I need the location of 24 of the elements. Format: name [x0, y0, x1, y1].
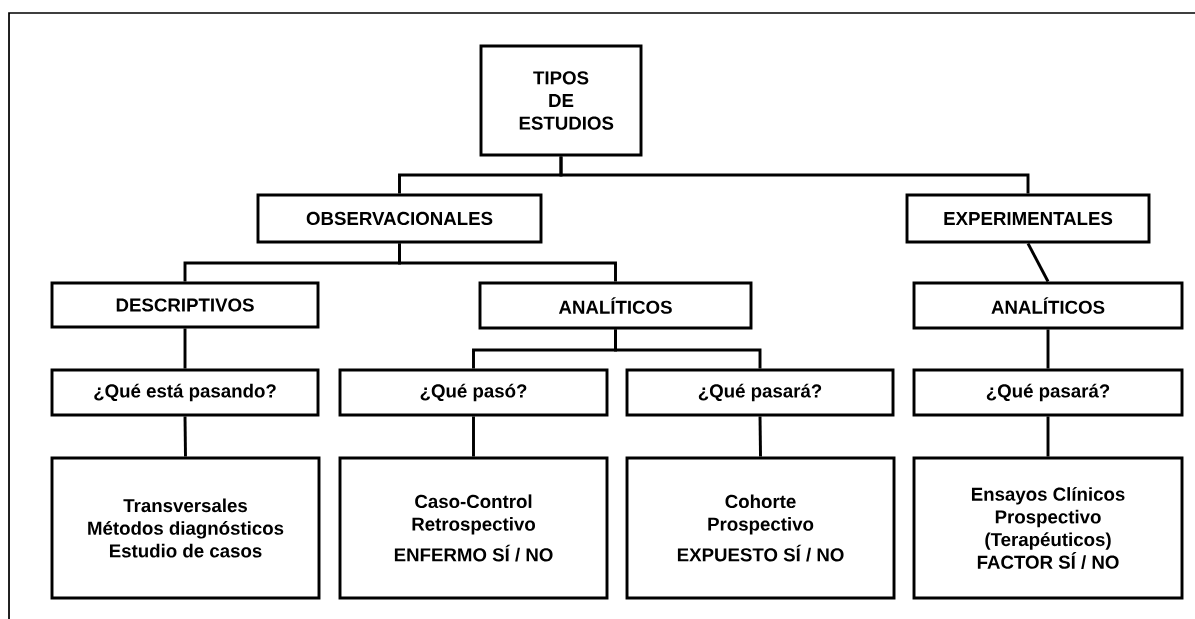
connector-line: [1046, 416, 1050, 457]
connector-line: [614, 329, 762, 369]
study-box: Transversales Métodos diagnósticos Estudio de casos: [50, 456, 321, 600]
connector-line: [398, 243, 617, 282]
connector-line: [183, 328, 187, 369]
category-box: ANALÍTICOS: [478, 281, 753, 330]
question-box: ¿Qué pasará?: [625, 368, 895, 417]
question-box: ¿Qué está pasando?: [50, 368, 320, 417]
question-box: ¿Qué pasó?: [338, 368, 609, 417]
study-box: Caso-Control Retrospectivo ENFERMO SÍ / NO: [338, 456, 609, 600]
category-box: OBSERVACIONALES: [256, 193, 543, 244]
connector-line: [1046, 329, 1050, 369]
category-box: ANALÍTICOS: [912, 281, 1184, 330]
question-box: ¿Qué pasará?: [912, 368, 1184, 417]
connector-line: [472, 416, 475, 457]
study-box: Cohorte Prospectivo EXPUESTO SÍ / NO: [625, 456, 896, 600]
connector-line: [183, 416, 187, 457]
title-box: TIPOS DE ESTUDIOS: [479, 44, 643, 157]
category-box: DESCRIPTIVOS: [50, 281, 320, 329]
study-box: Ensayos Clínicos Prospectivo (Terapéuticos) FACTOR SÍ / NO: [912, 456, 1184, 600]
connector-line: [559, 156, 1030, 194]
connector-line: [758, 416, 762, 457]
connector-line: [1026, 242, 1050, 283]
category-box: EXPERIMENTALES: [905, 193, 1151, 244]
